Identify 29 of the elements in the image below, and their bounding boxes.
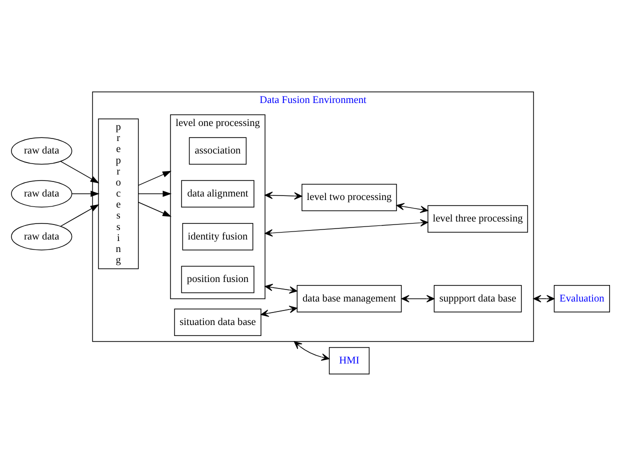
arrow	[72, 190, 100, 196]
arrow	[138, 201, 172, 216]
node-box: Evaluation	[554, 284, 610, 312]
arrow	[264, 191, 302, 200]
arrow	[264, 283, 298, 294]
arrow	[533, 294, 555, 302]
arrow	[294, 340, 330, 360]
arrow	[60, 204, 100, 226]
arrow	[138, 190, 172, 196]
node-box: preprocessing	[98, 118, 139, 269]
node-ellipse: raw data	[11, 222, 72, 250]
arrow	[138, 170, 172, 186]
node-ellipse: raw data	[11, 136, 72, 164]
node-box: HMI	[328, 346, 370, 374]
node-box: data alignment	[181, 180, 254, 207]
arrow	[260, 305, 298, 316]
node-box: level three processing	[428, 204, 528, 232]
node-box: suppport data base	[434, 284, 522, 312]
node-box: identity fusion	[182, 222, 254, 250]
node-ellipse: raw data	[11, 180, 72, 207]
node-box: association	[188, 136, 247, 164]
node-box: level two processing	[302, 183, 397, 211]
node-box: position fusion	[181, 265, 254, 293]
arrow	[401, 294, 434, 302]
arrow	[60, 160, 100, 183]
arrow	[396, 202, 428, 213]
node-box: data base management	[296, 284, 402, 312]
arrow	[264, 218, 428, 236]
node-box: situation data base	[174, 308, 262, 336]
